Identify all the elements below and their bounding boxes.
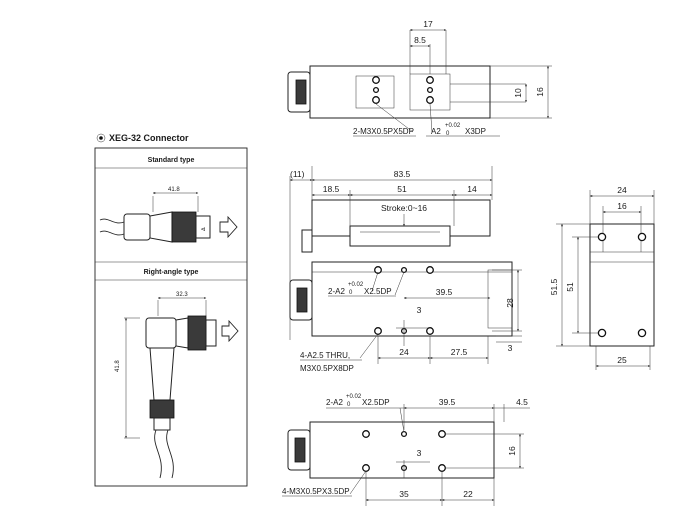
dim-10: 10 bbox=[513, 88, 523, 98]
dim-16: 16 bbox=[535, 87, 545, 97]
side-view: 24 16 51.5 51 25 bbox=[549, 185, 655, 370]
knurled-nut-icon bbox=[171, 211, 197, 243]
tapped-hole-icon bbox=[362, 430, 370, 438]
knurled-nut-icon bbox=[149, 399, 175, 419]
front-thru-callout-2: M3X0.5PX8DP bbox=[300, 364, 354, 373]
callout-a2-tol-upper: +0.02 bbox=[445, 123, 461, 129]
callout-a2-tol-lower: 0 bbox=[446, 131, 450, 137]
side-dim-24: 24 bbox=[617, 185, 627, 195]
side-dim-51-5: 51.5 bbox=[549, 278, 559, 295]
bottom-dim-39-5: 39.5 bbox=[439, 397, 456, 407]
dim-3-mid: 3 bbox=[417, 305, 422, 315]
top-body bbox=[309, 65, 491, 119]
dim-14: 14 bbox=[467, 184, 477, 194]
standard-length-dim: 41.8 bbox=[168, 187, 180, 193]
bottom-a2-prefix: 2-A2 bbox=[326, 398, 343, 407]
pin-hole-icon bbox=[372, 86, 380, 94]
connector-title: XEG-32 Connector bbox=[109, 133, 189, 143]
bottom-view: 39.5 4.5 16 3 35 22 2-A2 +0.02 0 X2.5DP … bbox=[282, 394, 530, 506]
bottom-dim-3: 3 bbox=[417, 448, 422, 458]
right-angle-type-label: Right-angle type bbox=[144, 269, 199, 276]
dim-83-5: 83.5 bbox=[394, 169, 411, 179]
dim-3-right: 3 bbox=[508, 343, 513, 353]
knurled-nut-icon bbox=[296, 287, 308, 313]
tapped-hole-icon bbox=[426, 76, 434, 84]
front-a2-tol-lower: 0 bbox=[349, 290, 353, 296]
dim-39-5: 39.5 bbox=[436, 287, 453, 297]
right-angle-horizontal-dim: 32.3 bbox=[176, 292, 188, 298]
mount-hole-icon bbox=[597, 232, 607, 242]
stroke-label: Stroke:0~16 bbox=[381, 203, 427, 213]
pin-hole-icon bbox=[400, 266, 408, 274]
dim-11: (11) bbox=[290, 169, 305, 179]
top-view: 17 8.5 10 16 2-M3X0.5PX5DP A2 +0.02 0 X3… bbox=[287, 19, 552, 137]
bullet-dot-icon bbox=[99, 136, 103, 140]
dim-17: 17 bbox=[423, 19, 433, 29]
dim-51: 51 bbox=[397, 184, 407, 194]
tapped-hole-icon bbox=[438, 464, 446, 472]
front-base bbox=[311, 261, 513, 337]
moving-table bbox=[349, 225, 451, 247]
standard-connector: 41.8 ⊲ bbox=[99, 187, 238, 243]
bottom-dim-4-5: 4.5 bbox=[516, 397, 528, 407]
dim-24: 24 bbox=[399, 347, 409, 357]
top-pocket bbox=[355, 75, 395, 109]
mount-hole-icon bbox=[597, 328, 607, 338]
front-a2-suffix: X2.5DP bbox=[364, 287, 392, 296]
direction-arrow-icon bbox=[221, 319, 239, 343]
direction-arrow-icon bbox=[219, 215, 238, 239]
connector-section: XEG-32 Connector Standard type Right-ang… bbox=[94, 133, 248, 487]
side-dim-51: 51 bbox=[565, 282, 575, 292]
bullet-icon bbox=[96, 133, 106, 143]
tapped-hole-icon bbox=[438, 430, 446, 438]
standard-type-label: Standard type bbox=[148, 157, 195, 164]
bottom-a2-suffix: X2.5DP bbox=[362, 398, 390, 407]
tapped-hole-icon bbox=[372, 76, 380, 84]
bottom-m3-callout: 4-M3X0.5PX3.5DP bbox=[282, 487, 350, 496]
tapped-hole-icon bbox=[362, 464, 370, 472]
dim-28: 28 bbox=[505, 298, 515, 308]
thru-hole-icon bbox=[374, 327, 382, 335]
callout-m3-top: 2-M3X0.5PX5DP bbox=[353, 127, 414, 136]
mount-hole-icon bbox=[637, 232, 647, 242]
front-a2-tol-upper: +0.02 bbox=[348, 282, 364, 288]
right-angle-vertical-dim: 41.8 bbox=[115, 360, 121, 372]
thru-hole-icon bbox=[426, 327, 434, 335]
side-body bbox=[589, 223, 655, 347]
callout-a2-prefix: A2 bbox=[431, 127, 441, 136]
side-dim-25: 25 bbox=[617, 355, 627, 365]
pin-hole-icon bbox=[400, 430, 408, 438]
bottom-dim-35: 35 bbox=[399, 489, 409, 499]
side-dim-16: 16 bbox=[617, 201, 627, 211]
connector-logo-icon: ⊲ bbox=[200, 227, 205, 233]
callout-a2-suffix: X3DP bbox=[465, 127, 486, 136]
dim-8-5: 8.5 bbox=[414, 35, 426, 45]
bottom-dim-22: 22 bbox=[463, 489, 473, 499]
bottom-a2-tol-upper: +0.02 bbox=[346, 394, 362, 400]
knurled-nut-icon bbox=[295, 79, 307, 105]
dim-27-5: 27.5 bbox=[451, 347, 468, 357]
pin-hole-icon bbox=[426, 266, 434, 274]
mount-hole-icon bbox=[637, 328, 647, 338]
tapped-hole-icon bbox=[426, 96, 434, 104]
bottom-dim-16: 16 bbox=[507, 446, 517, 456]
right-angle-connector: 32.3 41.8 bbox=[115, 292, 239, 479]
dim-18-5: 18.5 bbox=[323, 184, 340, 194]
pin-hole-icon bbox=[426, 86, 434, 94]
front-a2-prefix: 2-A2 bbox=[328, 287, 345, 296]
knurled-nut-icon bbox=[294, 437, 306, 463]
pin-hole-icon bbox=[374, 266, 382, 274]
front-thru-callout-1: 4-A2.5 THRU, bbox=[300, 351, 350, 360]
front-view: (11) 83.5 18.5 51 14 Stroke:0~16 39.5 28… bbox=[289, 166, 522, 373]
connector-frame bbox=[94, 147, 248, 487]
tapped-hole-icon bbox=[372, 96, 380, 104]
knurled-nut-icon bbox=[187, 315, 207, 351]
bottom-a2-tol-lower: 0 bbox=[347, 402, 351, 408]
